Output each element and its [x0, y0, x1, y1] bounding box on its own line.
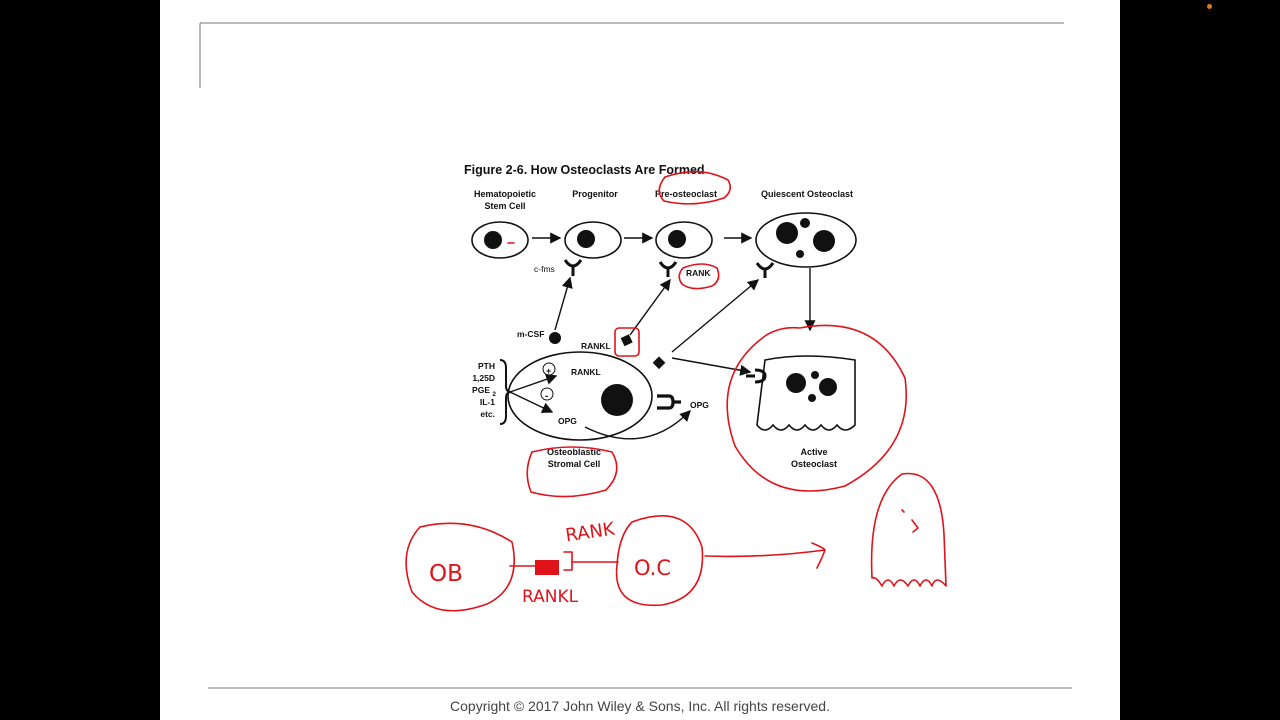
label-mcsf: m-CSF — [517, 329, 544, 339]
quiescent-receptor-icon — [755, 262, 775, 278]
minus-sign: - — [545, 391, 548, 402]
rank-receptor-icon — [658, 261, 678, 277]
slide-canvas: Figure 2-6. How Osteoclasts Are Formed H… — [199, 22, 1072, 689]
ink-circle-preosteoclast — [658, 170, 732, 205]
active-osteoclast-cell — [756, 355, 856, 431]
hsc-cell — [471, 221, 529, 259]
signal-1: 1,25D — [472, 373, 495, 383]
opg-receptor-icon — [657, 394, 681, 410]
label-pre-osteoclast: Pre-osteoclast — [655, 189, 717, 199]
label-active-2: Osteoclast — [791, 459, 837, 469]
mcsf-ligand-icon — [549, 332, 561, 344]
ink-circle-rank — [678, 263, 720, 290]
signal-bracket — [499, 359, 512, 425]
label-rankl-inner: RANKL — [571, 367, 601, 377]
label-quiescent: Quiescent Osteoclast — [761, 189, 853, 199]
label-cfms: c-fms — [534, 264, 555, 274]
rankl-free-icon — [652, 356, 666, 370]
signal-2-subscript: 2 — [492, 391, 496, 398]
minus-circle — [540, 387, 554, 401]
arrow-rankl-rank — [629, 278, 671, 336]
label-rank: RANK — [686, 268, 711, 278]
ink-label-ob: OB — [429, 561, 463, 587]
ink-label-rankl: RANKL — [522, 587, 579, 607]
ink-circle-oc — [615, 515, 704, 607]
signal-4: etc. — [480, 409, 495, 419]
ink-box-rankl — [614, 327, 640, 357]
ink-ghost-face — [901, 509, 919, 533]
ink-ghost-osteoclast — [870, 472, 947, 587]
cfms-receptor-icon — [563, 259, 583, 276]
ink-arrow-oc-active — [704, 542, 826, 569]
ink-block-rankl — [535, 560, 559, 575]
slide: Figure 2-6. How Osteoclasts Are Formed H… — [160, 0, 1120, 720]
label-progenitor: Progenitor — [572, 189, 618, 199]
arrow-rankl-active — [671, 357, 752, 376]
arrow-signal-plus — [509, 373, 558, 393]
signal-0: PTH — [478, 361, 495, 371]
label-stromal-1: Osteoblastic — [547, 447, 601, 457]
figure-title: Figure 2-6. How Osteoclasts Are Formed — [464, 163, 705, 177]
label-active-1: Active — [800, 447, 827, 457]
copyright-footer: Copyright © 2017 John Wiley & Sons, Inc.… — [450, 698, 830, 714]
signal-3: IL-1 — [480, 397, 495, 407]
plus-sign: + — [546, 366, 551, 376]
arrow-rankl-quiescent — [671, 279, 760, 353]
stromal-cell — [507, 351, 653, 441]
ink-label-oc: O.C — [634, 556, 671, 580]
signal-2: PGE — [472, 385, 490, 395]
active-receptor-icon — [746, 368, 767, 384]
quiescent-osteoclast-cell — [755, 212, 857, 268]
label-hsc-2: Stem Cell — [484, 201, 525, 211]
arrow-signal-minus — [509, 391, 554, 413]
arrow-mcsf-cfms — [554, 276, 573, 331]
label-stromal-2: Stromal Cell — [548, 459, 601, 469]
pre-osteoclast-cell — [655, 221, 713, 259]
ink-rank-bracket — [563, 551, 573, 571]
presenter-indicator-icon — [1207, 4, 1212, 9]
ink-label-rank: RANK — [564, 519, 617, 547]
label-rankl-top: RANKL — [581, 341, 611, 351]
label-hsc-1: Hematopoietic — [474, 189, 536, 199]
ink-circle-stromal — [526, 446, 618, 498]
label-opg-inner: OPG — [558, 416, 577, 426]
ink-circle-ob — [405, 522, 516, 612]
label-opg-outer: OPG — [690, 400, 709, 410]
rankl-ligand-icon — [620, 334, 633, 347]
arrow-opg-out — [584, 409, 691, 440]
ink-circle-active — [726, 324, 907, 492]
ink-annotations: OB RANK RANKL O.C — [405, 170, 947, 612]
progenitor-cell — [564, 221, 622, 259]
